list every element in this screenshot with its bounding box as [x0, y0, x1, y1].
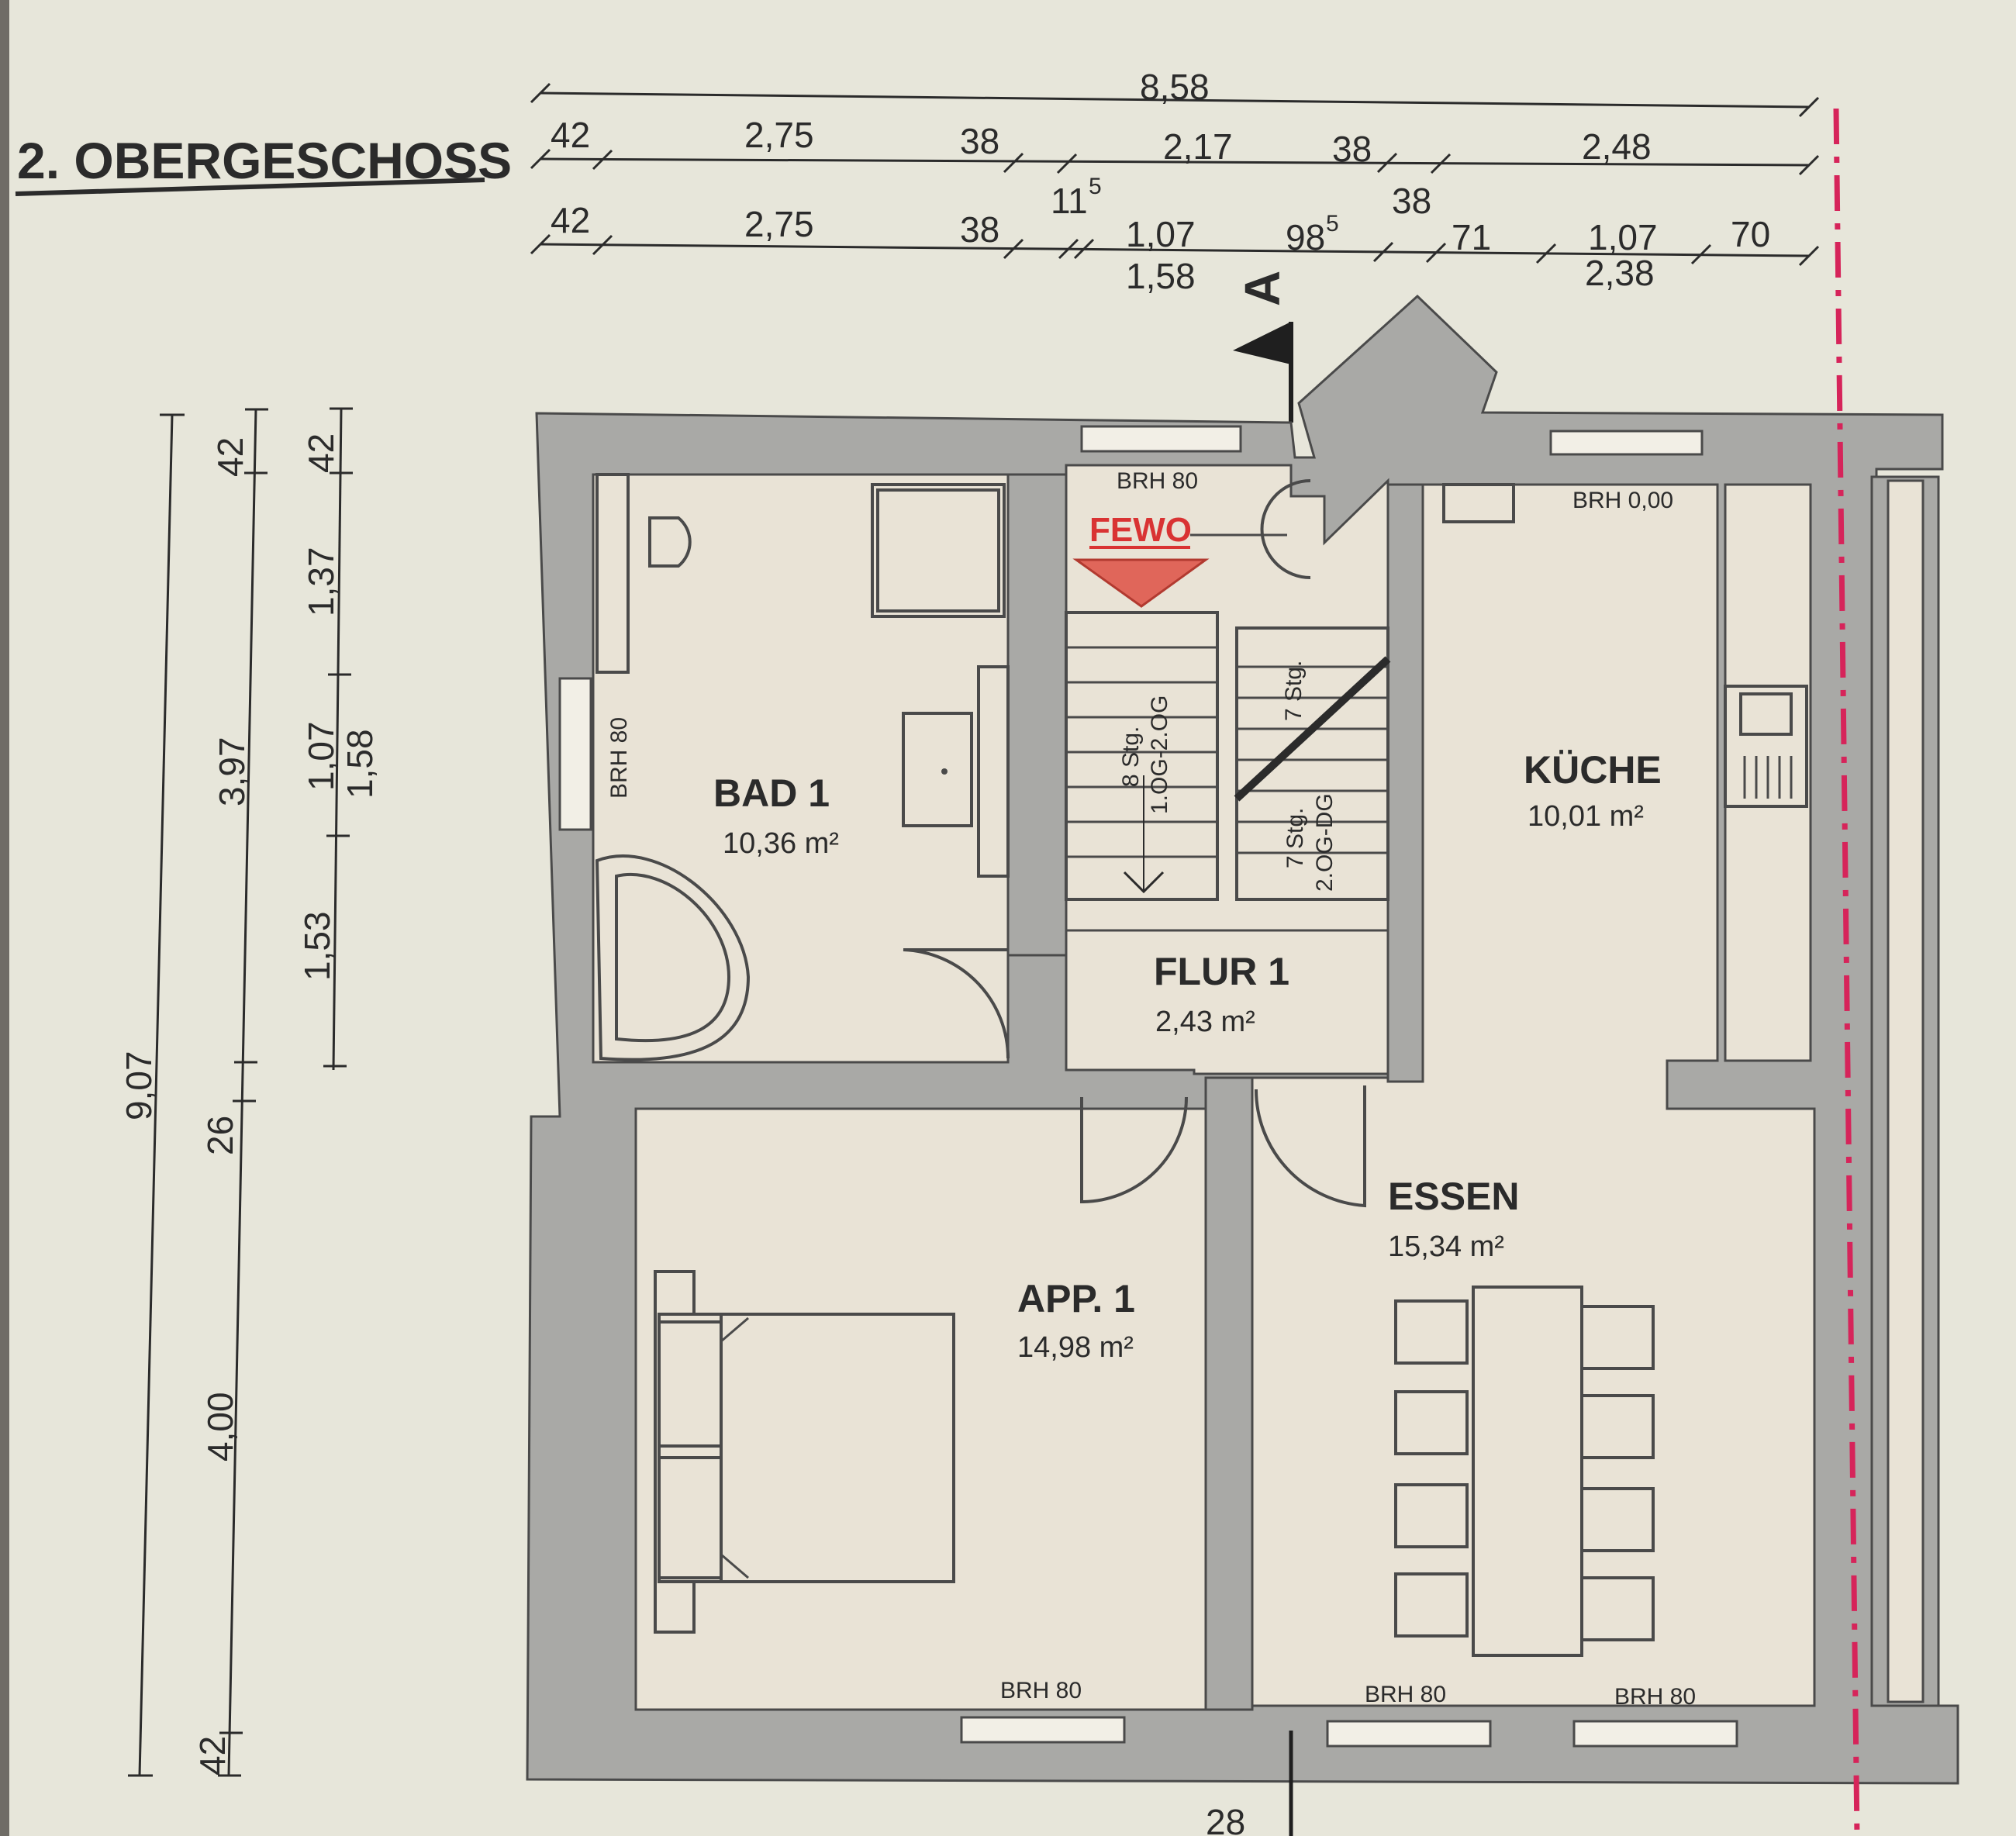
dim-row2-6: 2,48 [1582, 126, 1652, 167]
bathroom-fixtures [595, 473, 1010, 1061]
door-app-swing [1080, 1096, 1188, 1204]
dim-row2-2: 2,75 [744, 115, 814, 155]
dim-left-inner-5: 1,53 [297, 911, 337, 981]
dim-left-mid-1: 42 [210, 437, 250, 477]
kitchen-sink-icon [1724, 685, 1808, 808]
chair-icon [1394, 1572, 1469, 1638]
dim-left-mid-5: 42 [192, 1736, 233, 1776]
bed [654, 1270, 955, 1634]
chair-icon [1394, 1299, 1469, 1365]
dim-row3-5: 98 [1286, 217, 1325, 257]
room-area-flur: 2,43 m² [1155, 1006, 1255, 1038]
dim-row2-3: 38 [960, 121, 999, 161]
dim-left-mid-3: 26 [200, 1116, 240, 1155]
stairs-right-bottom-sub: 2.OG-DG [1312, 793, 1338, 892]
dim-total-width: 8,58 [1140, 67, 1210, 107]
section-marker: A [1233, 271, 1293, 423]
sink-icon [902, 712, 973, 827]
bath-wall-panel [595, 473, 630, 674]
room-name-flur: FLUR 1 [1154, 950, 1289, 993]
property-boundary-line [1833, 108, 1860, 1836]
door-entry-swing [1260, 479, 1311, 579]
windows [558, 425, 1738, 1748]
inner-wall-bath [1006, 473, 1068, 957]
room-name-essen: ESSEN [1388, 1175, 1520, 1218]
chair-icon [1394, 1483, 1469, 1548]
brh-essen-right-label: BRH 80 [1614, 1684, 1696, 1710]
dim-row3-7: 1,07 [1588, 217, 1658, 257]
dim-left-inner-1: 42 [301, 433, 341, 473]
room-name-kueche: KÜCHE [1524, 748, 1662, 792]
shower-tray [871, 483, 1006, 618]
dim-row2-5: 38 [1332, 129, 1372, 169]
dim-row3-1: 42 [551, 200, 590, 240]
room-area-app: 14,98 m² [1017, 1331, 1134, 1364]
dim-left-inner-2: 1,37 [301, 547, 341, 616]
stairs-left-label: 8 Stg. [1118, 726, 1144, 787]
fewo-label: FEWO [1089, 511, 1192, 549]
dim-left-inner-3: 1,07 [301, 721, 341, 791]
dim-row3-3: 38 [960, 209, 999, 250]
room-name-bad: BAD 1 [713, 771, 830, 815]
room-name-app: APP. 1 [1017, 1277, 1135, 1320]
dim-row2-1: 42 [551, 115, 590, 155]
title-underline [15, 178, 485, 196]
stairs-right-top-label: 7 Stg. [1281, 661, 1307, 721]
section-marker-letter: A [1234, 271, 1290, 306]
top-dimension-chain: 8,58 42 2,75 38 2,17 38 2,48 11 5 38 42 … [530, 67, 1820, 296]
bed-icon [658, 1313, 955, 1583]
doors [903, 479, 1366, 1208]
dim-row2-sub-1-sup: 5 [1089, 174, 1102, 199]
dim-row3-6: 71 [1452, 217, 1491, 257]
dim-row2-sub-2: 38 [1392, 181, 1431, 221]
door-bath-swing [903, 948, 1010, 1059]
chair-icon [1580, 1487, 1655, 1552]
room-area-bad: 10,36 m² [723, 827, 839, 860]
stairs-left-sub: 1.OG-2.OG [1147, 695, 1172, 814]
left-dimension-chain: 9,07 42 3,97 26 4,00 42 42 1,37 1,07 1,5… [119, 407, 380, 1777]
entry-arrow-icon [1072, 558, 1210, 608]
inner-wall [1204, 1076, 1254, 1711]
stairs-right-bottom-label: 7 Stg. [1282, 808, 1308, 868]
chair-icon [1580, 1394, 1655, 1459]
section-arrow-icon [1233, 322, 1291, 364]
dim-left-total: 9,07 [119, 1051, 159, 1120]
brh-kitchen-label: BRH 0,00 [1572, 488, 1673, 513]
dining-set [1394, 1286, 1655, 1657]
bathtub-icon [595, 854, 751, 1061]
brh-essen-left-label: BRH 80 [1365, 1682, 1446, 1707]
dim-row2-4: 2,17 [1163, 126, 1233, 167]
brh-top-label: BRH 80 [1117, 468, 1198, 494]
toilet-icon [648, 516, 692, 568]
dim-row3-4: 1,07 [1126, 214, 1196, 254]
dim-row3-8: 70 [1731, 214, 1770, 254]
dim-bottom: 28 [1206, 1802, 1245, 1836]
chair-icon [1580, 1576, 1655, 1641]
inner-wall-kitchen [1386, 483, 1424, 1083]
brh-bath-label: BRH 80 [606, 717, 632, 799]
room-area-essen: 15,34 m² [1388, 1230, 1504, 1263]
chair-icon [1580, 1305, 1655, 1370]
room-area-kueche: 10,01 m² [1528, 800, 1644, 833]
dim-left-mid-2: 3,97 [212, 737, 252, 806]
staircase: 8 Stg. 1.OG-2.OG 7 Stg. 7 Stg. 2.OG-DG [1065, 611, 1391, 901]
dim-row3-sub-2: 2,38 [1585, 253, 1655, 293]
brh-app-label: BRH 80 [1000, 1678, 1082, 1703]
page-edge [0, 0, 9, 1836]
dim-row3-sub-1: 1,58 [1126, 256, 1196, 296]
dim-left-mid-4: 4,00 [200, 1392, 240, 1462]
door-essen-swing [1254, 1085, 1366, 1208]
dim-row2-sub-1: 11 [1051, 181, 1088, 221]
dining-table [1472, 1286, 1583, 1657]
fewo-entry-marker: FEWO [1072, 511, 1287, 608]
chair-icon [1394, 1390, 1469, 1455]
dim-left-inner-4: 1,58 [340, 729, 380, 799]
dim-row3-2: 2,75 [744, 204, 814, 244]
kitchen-fixtures [1442, 483, 1808, 808]
dim-row3-5-sup: 5 [1326, 211, 1339, 236]
